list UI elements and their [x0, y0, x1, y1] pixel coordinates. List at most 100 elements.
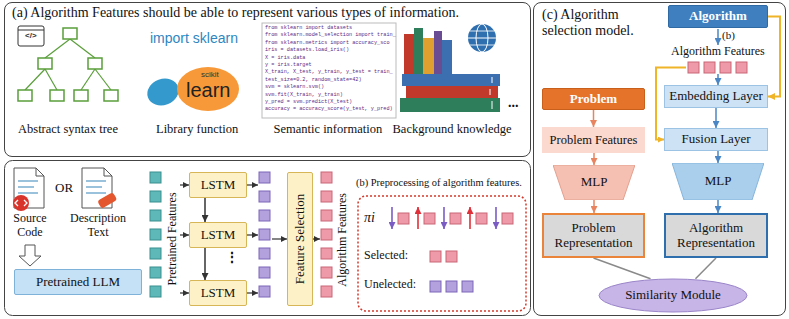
books-illustration — [406, 86, 498, 98]
reference-tag: (b) — [722, 29, 735, 42]
logo-text: learn — [186, 79, 230, 102]
trapezoid-outline — [553, 165, 635, 200]
feature-square — [150, 191, 161, 202]
layer-box: Embedding Layer — [664, 85, 768, 108]
description-text-icon — [86, 180, 106, 182]
node-label: Fusion Layer — [669, 132, 763, 147]
feature-square — [259, 172, 270, 183]
flow-arrow — [593, 153, 595, 165]
books-illustration — [470, 31, 494, 32]
node-label: LSTM — [194, 178, 242, 193]
feature-square — [259, 210, 270, 221]
feature-square — [321, 191, 332, 202]
code-line: test_size=0.2, random_state=42) — [265, 78, 362, 84]
sklearn-logo — [144, 67, 239, 111]
selection-arrow — [392, 207, 496, 229]
or-label: OR — [55, 181, 73, 196]
node-label: LSTM — [194, 228, 242, 243]
flow-arrow — [717, 151, 719, 163]
tree-node — [38, 58, 52, 69]
source-code-icon — [18, 180, 38, 182]
flow-arrow — [717, 74, 719, 85]
code-line: X_train, X_test, y_train, y_test = train… — [265, 70, 393, 76]
feature-label: Algorithm Features — [671, 45, 765, 59]
feature-square — [450, 213, 461, 224]
books-illustration — [492, 77, 493, 83]
feature-square — [736, 62, 747, 73]
feature-square — [321, 172, 332, 183]
feature-square — [150, 210, 161, 221]
feature-square — [321, 267, 332, 278]
feature-square — [150, 286, 161, 297]
feature-box: Problem Features — [542, 127, 645, 153]
node-label: Algorithm Representation — [670, 221, 762, 251]
representation-box: Algorithm Representation — [664, 213, 768, 258]
node-label: Feature Selection — [293, 194, 308, 285]
row-label: Unelected: — [364, 278, 416, 292]
similarity-link — [594, 258, 651, 279]
tree-edge — [25, 39, 111, 90]
source-code-icon — [15, 200, 27, 206]
node-label: MLP — [686, 174, 750, 189]
flow-arrow — [180, 234, 189, 235]
node-label: Embedding Layer — [669, 89, 763, 104]
books-illustration — [470, 45, 494, 46]
selection-arrow — [495, 207, 497, 229]
node-label: Problem Features — [546, 133, 641, 147]
image-caption: Library function — [156, 122, 238, 136]
image-caption: Background knowledge — [393, 122, 512, 136]
tree-node — [18, 28, 118, 101]
tree-edge — [45, 39, 70, 58]
node-label: Problem Representation — [548, 221, 639, 251]
books-illustration — [442, 40, 452, 74]
feature-square — [462, 281, 473, 292]
feature-label: Pretrained Features — [165, 192, 179, 285]
feature-square — [398, 213, 409, 224]
input-caption: Source Code — [7, 212, 53, 240]
source-code-icon — [18, 186, 34, 188]
feature-square — [259, 286, 270, 297]
code-line: iris = datasets.load_iris() — [265, 48, 349, 54]
feature-square — [446, 251, 457, 262]
feature-square — [720, 62, 731, 73]
feature-square — [446, 281, 457, 292]
logo-blob — [177, 67, 239, 111]
feature-square — [259, 172, 270, 297]
selection-arrow — [443, 207, 445, 229]
code-line: svm = sklearn.svm() — [265, 85, 324, 91]
feature-square — [259, 267, 270, 278]
feature-square — [502, 213, 513, 224]
feature-square — [321, 248, 332, 259]
tree-node — [88, 58, 102, 69]
feature-square — [321, 172, 332, 297]
feature-label: Algorithm Features — [336, 193, 350, 287]
books-illustration — [400, 24, 500, 112]
feature-square — [476, 213, 487, 224]
description-text-icon — [104, 168, 112, 176]
selection-arrow — [417, 207, 419, 229]
flow-arrow — [593, 110, 595, 127]
representation-box: Problem Representation — [542, 213, 645, 258]
books-illustration — [490, 89, 491, 95]
feature-square — [150, 172, 161, 297]
description-text-icon — [86, 192, 106, 194]
flow-arrow — [715, 108, 717, 128]
code-snippet: import sklearn — [150, 30, 238, 46]
code-line: accuracy = accuracy_score(y_test, y_pred… — [265, 107, 393, 113]
input-box: Algorithm — [668, 5, 768, 28]
node-label: Similarity Module — [619, 288, 727, 303]
lstm-box: LSTM — [189, 280, 247, 306]
panel-heading: (b) Preprocessing of algorithm features. — [356, 177, 522, 189]
flow-arrow — [247, 234, 258, 235]
books-illustration — [402, 74, 500, 86]
tree-node — [50, 90, 64, 101]
flow-arrow — [180, 184, 189, 185]
source-code-icon — [13, 195, 29, 211]
feature-square — [704, 62, 715, 73]
ellipsis: ... — [508, 95, 519, 111]
feature-square — [259, 229, 270, 240]
selection-arrow — [469, 207, 471, 229]
process-box: Pretrained LLM — [14, 269, 142, 295]
description-text-icon — [97, 192, 117, 209]
